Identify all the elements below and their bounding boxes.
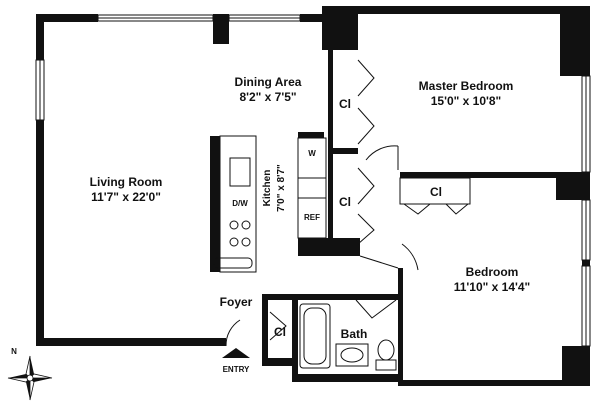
master-closet-door-2 [357,107,375,145]
bedroom-dims: 11'10" x 14'4" [454,280,530,294]
master-top-wall [322,6,582,14]
bedroom-closet [399,177,471,205]
bedroom-closet-door-2 [445,203,469,215]
bottom-right-column [562,346,590,386]
dishwasher-label: D/W [232,199,248,208]
right-mid-column [556,172,590,200]
entry-label: ENTRY [223,365,250,374]
foyer-bottom-wall [262,358,292,366]
bath-left-wall [262,294,268,364]
left-counter [219,135,257,273]
kitchen-left-wall [210,136,220,272]
master-closet-door [357,59,375,97]
living-top-wall [36,14,98,22]
dining-dims: 8'2" x 7'5" [239,90,296,104]
closet-label: Cl [339,97,351,111]
sink [229,157,251,187]
compass-north-label: N [11,347,17,356]
right-counter [297,137,327,239]
toilet-bowl [377,339,395,361]
closet-label: Cl [339,195,351,209]
kitchen-counters [210,132,327,273]
bath-inner-wall [292,294,298,382]
closet-door-3 [357,167,375,205]
master-dims: 15'0" x 10'8" [431,94,501,108]
bath-top-wall [262,294,402,300]
closet-door-4 [357,213,375,245]
walls [36,6,590,386]
entry-arrow-icon [222,348,250,358]
living-name: Living Room [90,175,163,189]
counter-bottom [213,257,253,269]
dining-name: Dining Area [235,75,302,89]
top-pillar [213,14,229,44]
foyer-name: Foyer [220,295,253,309]
kitchen-dims: 7'0" x 8'7" [276,164,287,212]
closet-divider [328,148,358,154]
bath-bottom-wall [292,374,402,382]
right-counter-top [298,132,324,138]
bedroom-bottom-wall [398,380,590,386]
bedroom-door-arc [401,243,419,271]
vanity [335,343,369,367]
entry-door-arc [225,319,241,347]
master-door-arc [365,145,399,161]
dining-top-wall [300,14,330,22]
bathtub-inner [303,307,327,365]
sink-basin [340,347,364,363]
living-dims: 11'7" x 22'0" [91,190,161,204]
bath-door [355,299,397,319]
refrigerator-label: REF [304,213,320,222]
kitchen-name: Kitchen [262,170,273,207]
bath-name: Bath [341,327,368,341]
doors [225,59,471,347]
foyer-closet-door [269,311,287,341]
bedroom-top-wall [400,172,560,178]
bathtub [299,303,331,369]
bath-fixtures [299,303,397,371]
living-bottom-wall [36,338,226,346]
windows [35,14,591,347]
master-name: Master Bedroom [419,79,514,93]
bedroom-name: Bedroom [466,265,519,279]
bedroom-closet-door [403,203,431,215]
kitchen-bottom-wall [298,238,360,256]
living-left-wall [36,14,44,344]
closet-label: Cl [430,185,442,199]
closets-left-wall [328,50,333,244]
closet-label: Cl [274,325,286,339]
toilet-tank [375,359,397,371]
compass-rose-icon [7,355,53,401]
washer-label: W [308,149,316,158]
bedroom-left-wall [398,268,403,386]
